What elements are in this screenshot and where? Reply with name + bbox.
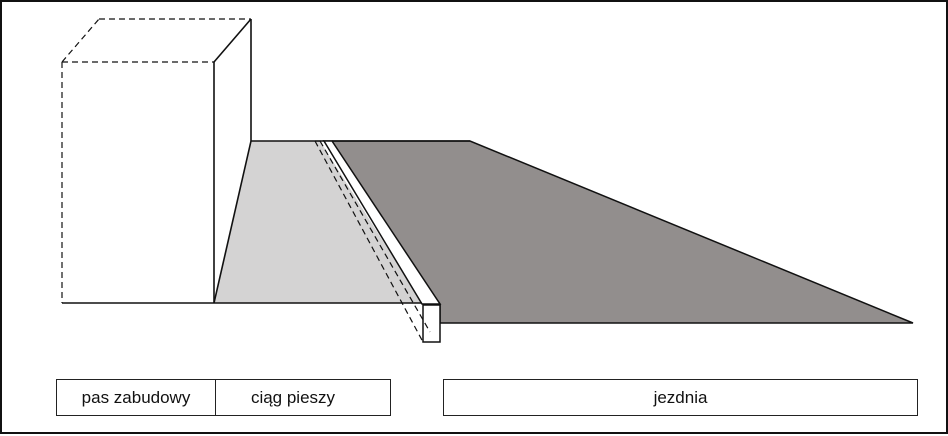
- label-jezdnia: jezdnia: [443, 379, 918, 416]
- building-dashed-outline: [61, 18, 251, 303]
- label-ciag-pieszy: ciąg pieszy: [216, 379, 391, 416]
- curb: [322, 140, 442, 343]
- sidewalk-surface: [214, 141, 422, 303]
- label-pas-zabudowy: pas zabudowy: [56, 379, 216, 416]
- building-block: [62, 18, 470, 304]
